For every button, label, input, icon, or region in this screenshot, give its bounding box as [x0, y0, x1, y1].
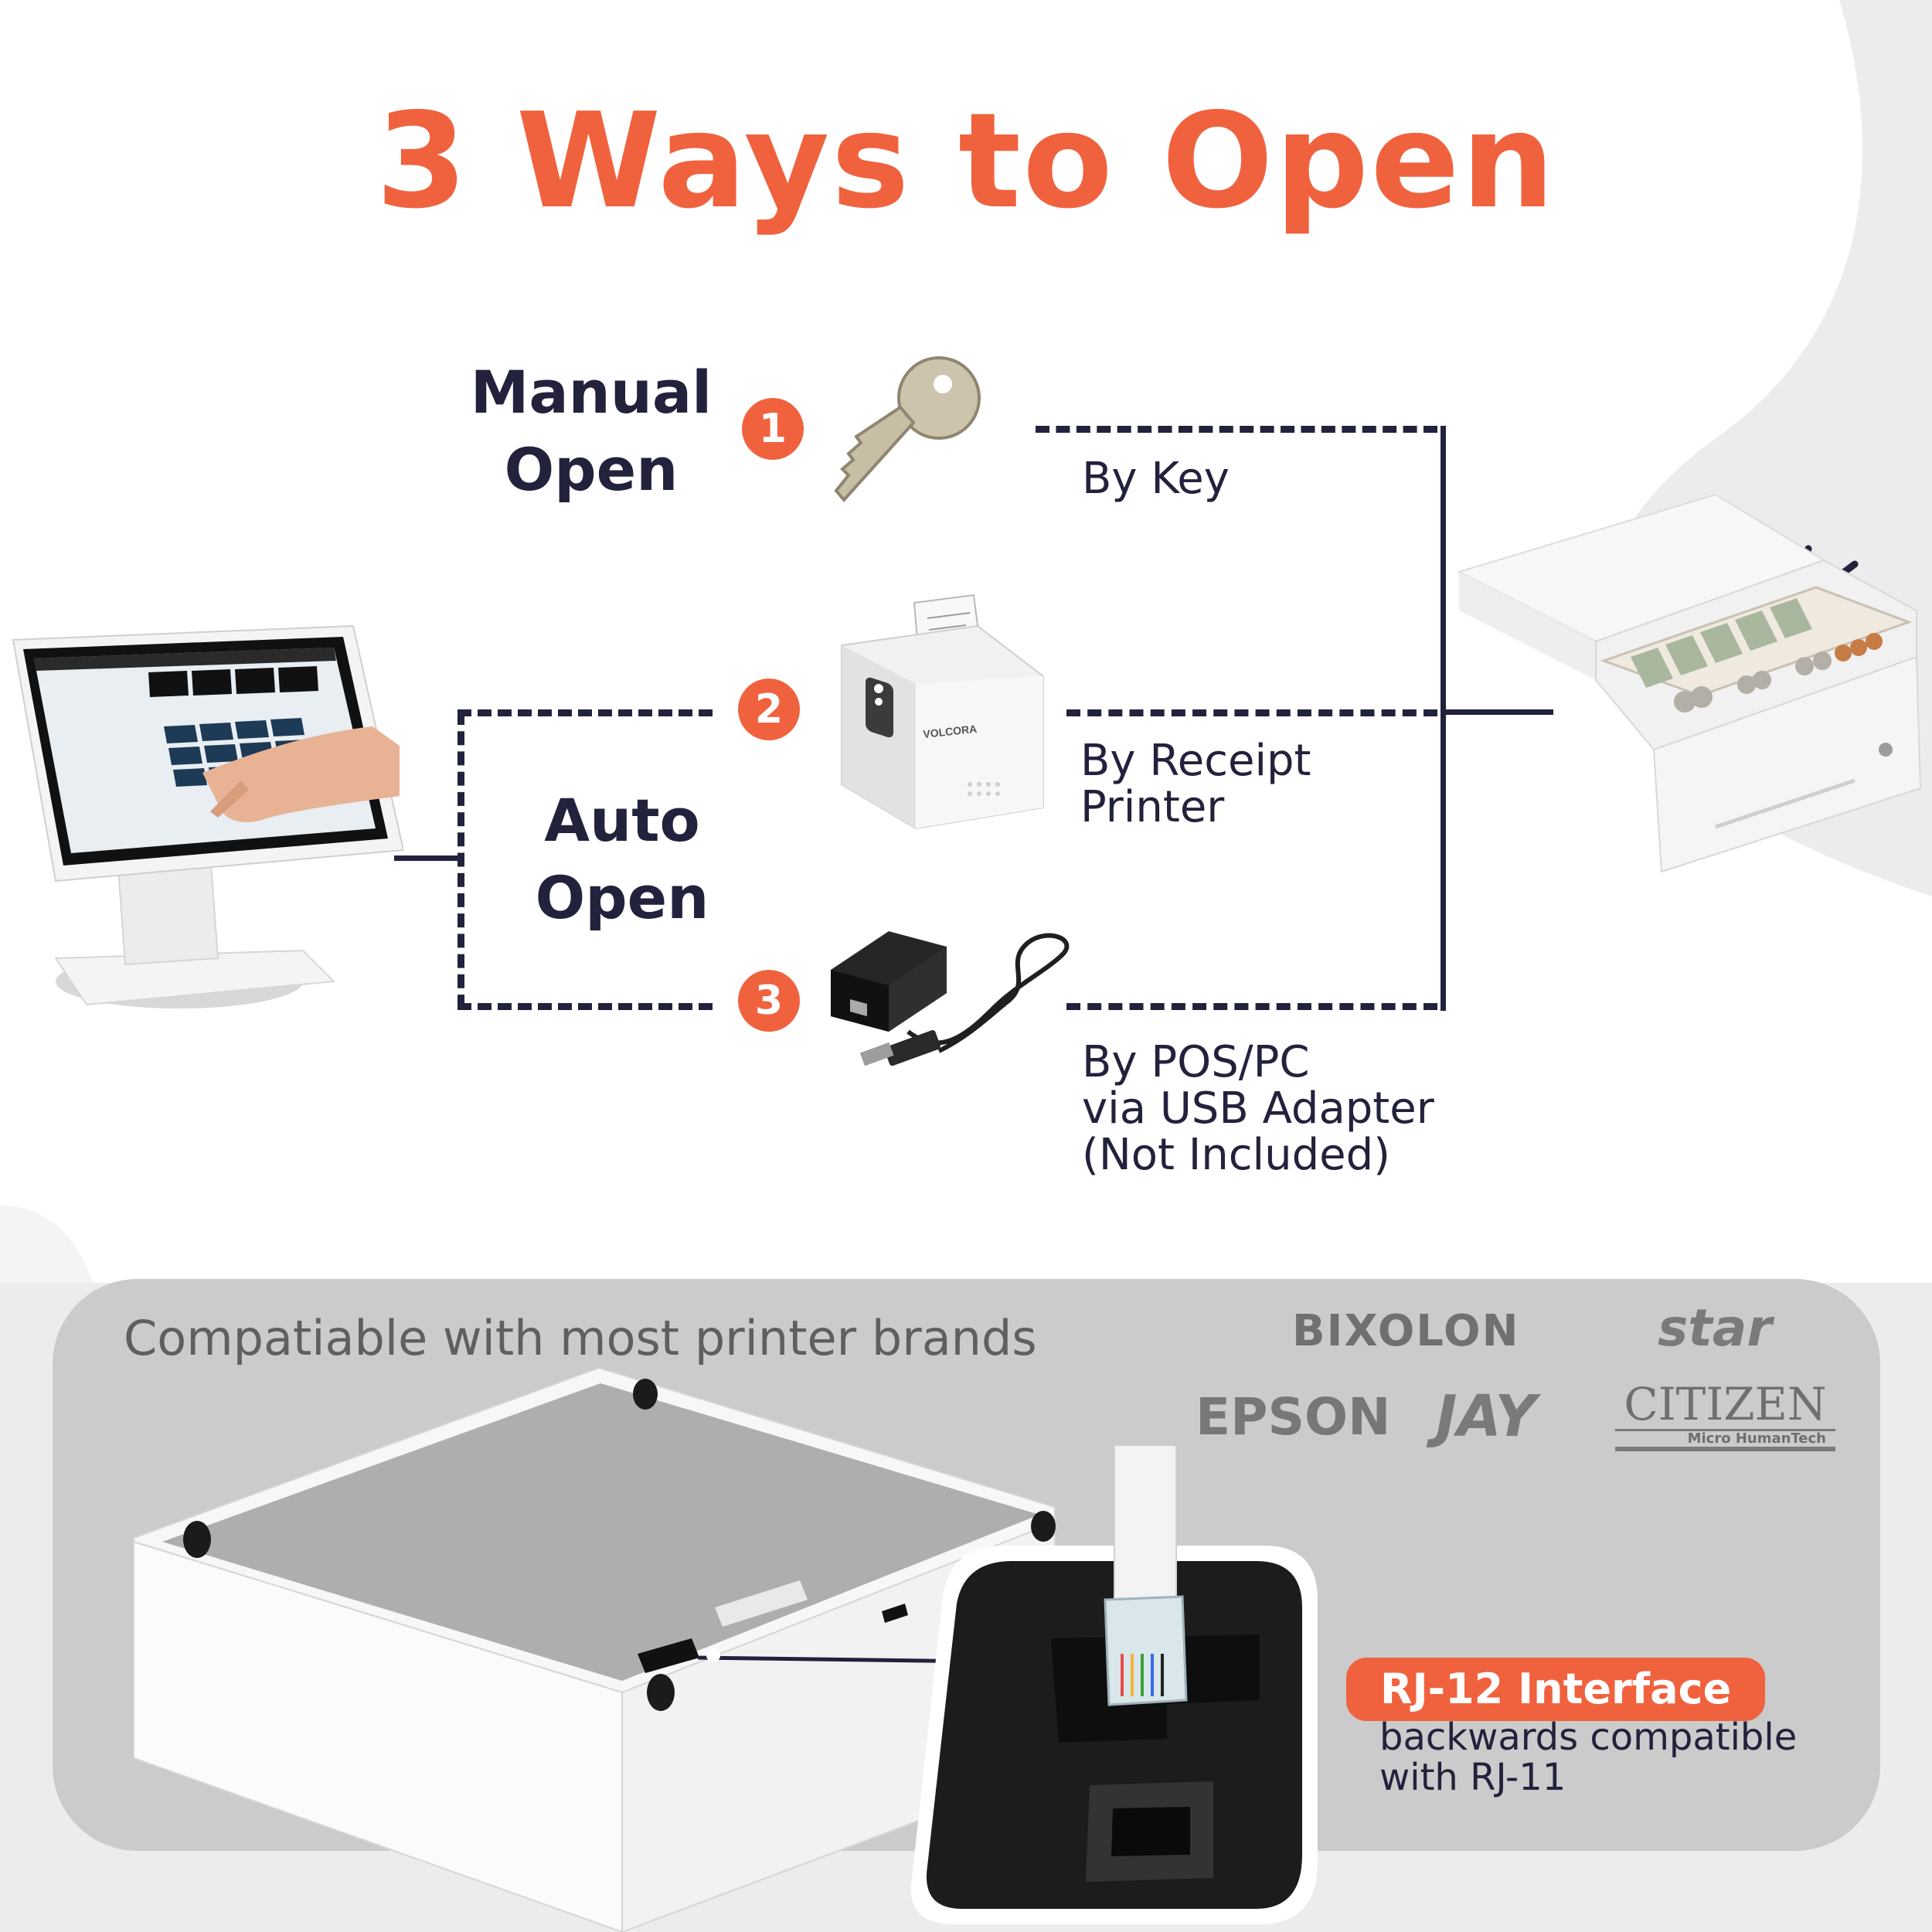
cash-drawer-image: [1457, 495, 1922, 873]
step-3-badge: 3: [738, 970, 800, 1032]
brand-citizen: CITIZEN Micro HumanTech: [1615, 1379, 1835, 1451]
line-2-right: [1066, 709, 1437, 716]
printer-brand: VOLCORA: [923, 723, 978, 740]
connector-pos-to-bracket: [394, 855, 460, 861]
step-1-badge: 1: [742, 398, 804, 460]
drawer-bracket-right: [1440, 426, 1446, 1011]
method-1-description: By Key: [1082, 454, 1230, 504]
step-2-badge: 2: [738, 679, 800, 740]
line-3-left: [457, 1003, 713, 1010]
line-2-left: [457, 709, 713, 716]
citizen-wordmark: CITIZEN: [1624, 1378, 1827, 1430]
line-1-right: [1036, 426, 1437, 433]
compatibility-heading: Compatiable with most printer brands: [124, 1310, 1037, 1366]
key-icon: [834, 356, 981, 503]
connector-bracket-to-drawer: [1440, 709, 1553, 715]
auto-bracket-left: [457, 711, 464, 1009]
brand-bixolon: BIXOLON: [1292, 1306, 1520, 1356]
rj12-interface-badge: RJ-12 Interface: [1346, 1658, 1766, 1721]
rj12-port-closeup: [910, 1445, 1318, 1924]
receipt-printer-icon: VOLCORA: [841, 594, 1044, 830]
usb-adapter-icon: [831, 931, 1070, 1066]
brand-epson: EPSON: [1196, 1387, 1391, 1447]
pos-terminal-image: [12, 624, 403, 1009]
citizen-tagline: Micro HumanTech: [1615, 1429, 1835, 1451]
brand-jay: JAY: [1436, 1383, 1536, 1450]
brand-star: star: [1658, 1298, 1772, 1358]
line-3-right: [1066, 1003, 1437, 1010]
page-title: 3 Ways to Open: [376, 85, 1556, 238]
